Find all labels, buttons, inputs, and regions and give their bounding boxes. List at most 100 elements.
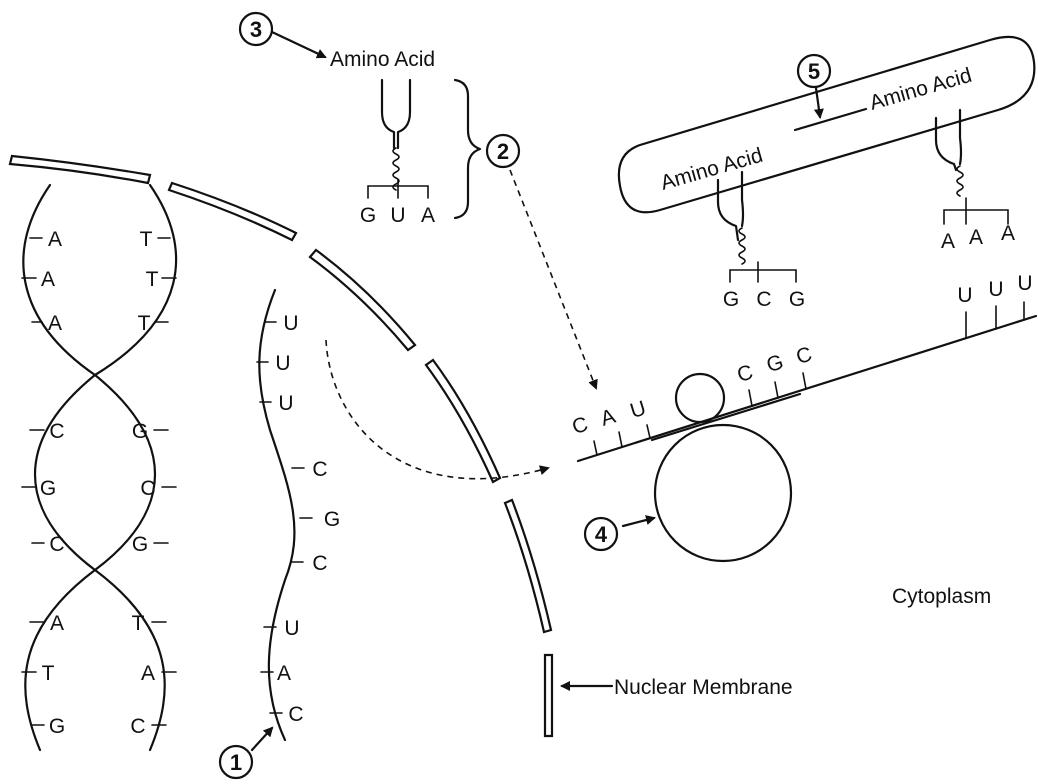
cytoplasm-label: Cytoplasm: [892, 585, 991, 608]
cytoplasm-mrna: [576, 314, 1038, 463]
marker-1-arrow: [250, 726, 274, 752]
mrna-base: U: [1017, 272, 1032, 295]
mrna-base: A: [277, 662, 291, 685]
marker-1: 1: [218, 726, 274, 780]
dna-base: A: [141, 662, 155, 685]
marker-5: [796, 53, 832, 89]
mrna-export-arrow: [325, 339, 550, 480]
membrane-segment: [308, 248, 417, 352]
marker-3: [238, 11, 274, 47]
trna-right-bracket: [943, 197, 1009, 225]
capsule-outline: [617, 35, 1036, 214]
dna-base: C: [140, 477, 155, 500]
peptide-bond: [793, 107, 868, 132]
free-trna: 3 Amino Acid G U A 2: [238, 11, 521, 227]
dna-base: G: [132, 420, 148, 443]
mrna-bases: U U U C G C U A C: [275, 312, 340, 726]
trna-left-bracket: [729, 261, 797, 283]
mrna-rungs: [256, 321, 313, 714]
trna-base: G: [789, 288, 805, 311]
ribosome-small-subunit: [674, 372, 726, 424]
mrna-base: C: [312, 458, 327, 481]
dna-base: T: [146, 268, 159, 291]
mrna-base: C: [312, 552, 327, 575]
mrna-base: U: [283, 312, 298, 335]
dna-base: C: [130, 715, 145, 738]
marker-3-arrow: [270, 30, 327, 59]
dna-double-helix: A A A C G C A T G T T T G C G T A C: [21, 183, 178, 752]
trna-base: C: [756, 288, 771, 311]
dna-base: T: [140, 228, 153, 251]
marker-2: [485, 133, 521, 169]
dna-base: C: [49, 420, 64, 443]
marker-number: 3: [250, 17, 262, 42]
dna-rungs-left: [21, 237, 45, 726]
trna-left-coil: [738, 227, 746, 265]
mrna-base: C: [793, 343, 814, 369]
dna-base: G: [49, 715, 65, 738]
mrna-base: C: [734, 361, 755, 387]
trna-brace: [453, 78, 482, 220]
membrane-segment: [8, 154, 152, 185]
trna-base: A: [969, 226, 983, 249]
dna-left-bases: A A A C G C A T G: [40, 228, 65, 738]
mrna-base: U: [627, 397, 648, 423]
trna-base: G: [360, 204, 376, 227]
ribosome-large-subunit: [653, 423, 793, 563]
membrane-segment: [424, 358, 502, 484]
dna-base: C: [49, 533, 64, 556]
membrane-segment: [503, 498, 553, 634]
trna-anticodon-bracket: [367, 179, 429, 199]
mrna-strand: U U U C G C U A C: [256, 288, 340, 742]
marker-number: 5: [808, 59, 820, 84]
dna-base: A: [41, 268, 55, 291]
dna-base: T: [138, 312, 151, 335]
cytoplasm-mrna-rungs: [593, 301, 1025, 456]
mrna-base: U: [957, 284, 972, 307]
nuclear-membrane: [8, 154, 554, 738]
trna-right-coil: [956, 165, 964, 197]
peptide-capsule: Amino Acid Amino Acid 5 G C G A A A: [617, 35, 1036, 311]
trna-acceptor-stem: [380, 78, 412, 150]
trna-base: A: [941, 230, 955, 253]
membrane-segment: [167, 181, 298, 242]
mrna-base: A: [598, 405, 618, 431]
ribosome-codon-right: U U U: [957, 272, 1032, 307]
mrna-base: G: [764, 350, 786, 377]
marker-5-arrow: [813, 86, 824, 119]
dna-base: T: [42, 662, 55, 685]
marker-number: 2: [497, 139, 509, 164]
trna-base: A: [421, 204, 435, 227]
mrna-base: C: [288, 703, 303, 726]
ribosome-codon-middle: C G C: [734, 343, 814, 387]
dna-base: T: [132, 612, 145, 635]
mrna-base: U: [988, 278, 1003, 301]
dna-base: G: [132, 533, 148, 556]
marker-number: 4: [595, 522, 608, 547]
trna-right-stem: [934, 108, 963, 172]
marker-4-arrow: [621, 515, 656, 528]
nuclear-membrane-callout: Nuclear Membrane: [560, 676, 793, 699]
marker-4: [583, 516, 619, 552]
nuclear-membrane-label: Nuclear Membrane: [614, 676, 793, 699]
trna-base: U: [390, 204, 405, 227]
trna-coil: [392, 147, 400, 191]
mrna-through-ribosome: [650, 392, 802, 442]
marker-number: 1: [230, 750, 242, 775]
trna-base: A: [1001, 222, 1015, 245]
mrna-base: U: [278, 392, 293, 415]
mrna-base: C: [569, 413, 590, 439]
amino-acid-label: Amino Acid: [330, 48, 435, 71]
ribosome-codon-left: C A U: [569, 397, 648, 439]
dna-strand-right: [34, 183, 178, 752]
ribosome-complex: C A U C G C U U U 4: [569, 272, 1038, 563]
trna-base: G: [723, 288, 739, 311]
dna-base: A: [50, 612, 64, 635]
dna-base: A: [48, 228, 62, 251]
mrna-base: U: [284, 617, 299, 640]
dna-right-bases: T T T G C G T A C: [130, 228, 158, 738]
dna-strand-left: [22, 183, 156, 752]
mrna-base: U: [275, 352, 290, 375]
trna-path-arrow: [509, 169, 598, 390]
